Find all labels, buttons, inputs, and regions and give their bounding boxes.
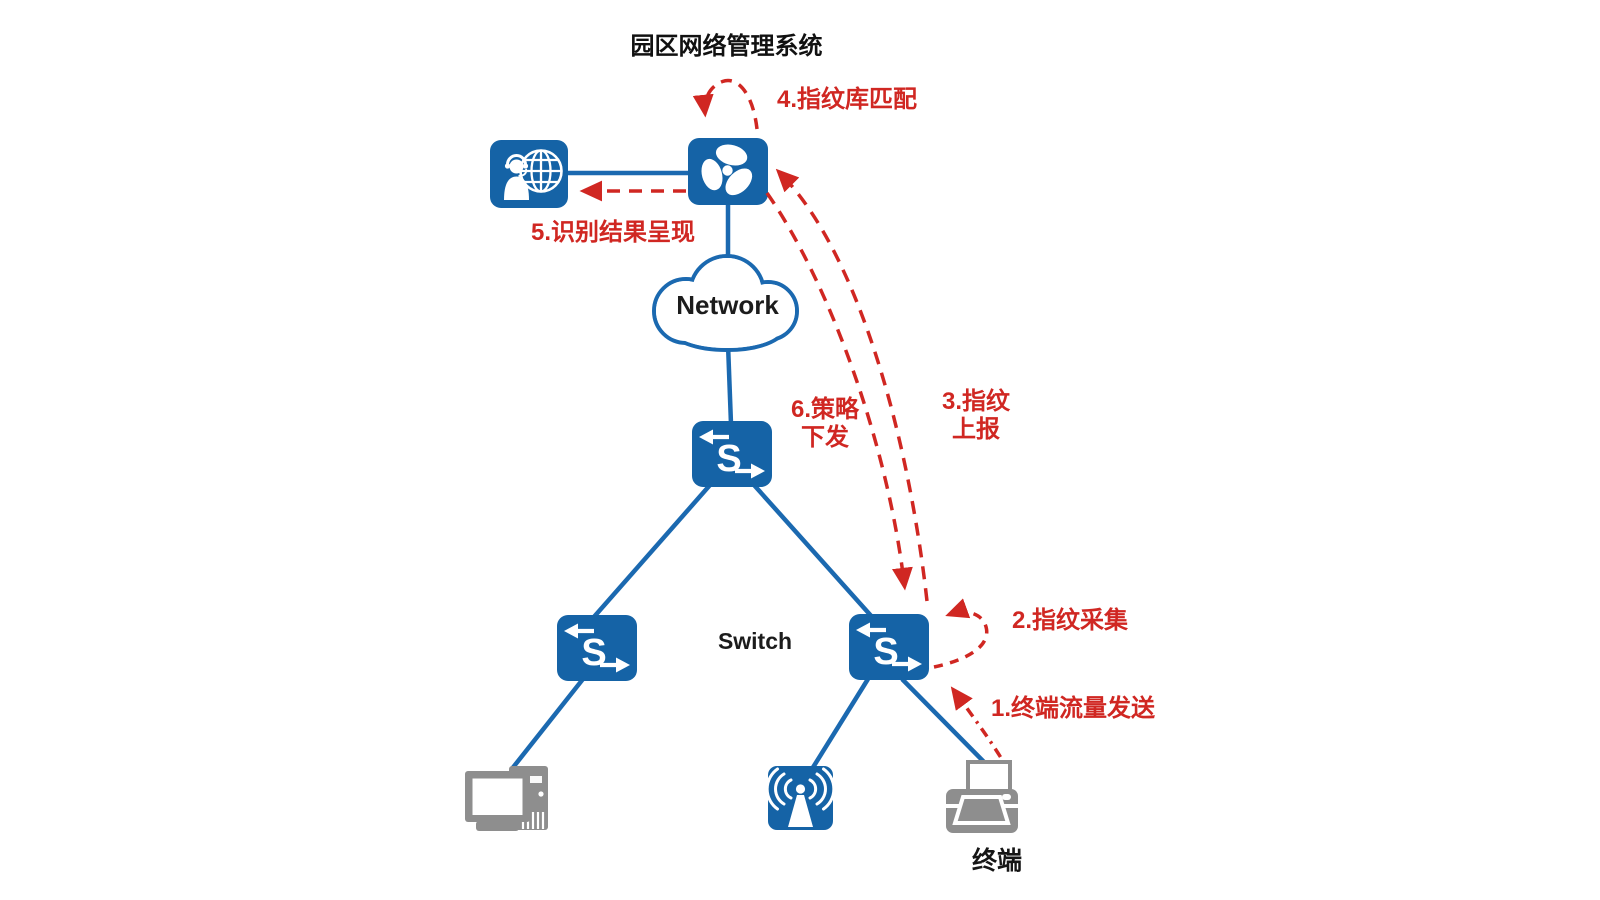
terminal-label: 终端 [971,847,1022,875]
connection-lines [509,170,989,772]
link-core-rightswitch [752,483,875,620]
fan-propeller-icon [701,144,753,196]
step6-label-line2: 下发 [801,424,849,451]
controller-icon [688,138,768,205]
diagram-title: 园区网络管理系统 [630,33,823,60]
link-cloud-coreswitch [725,343,734,425]
step3-label: 3.指纹 上报 [931,388,1021,444]
switch-label: Switch [717,628,793,654]
step6-label-line1: 6.策略 [790,396,859,423]
link-rightswitch-printer [900,677,989,767]
network-label: Network [676,290,779,320]
link-rightswitch-ap [810,677,870,771]
step2-label: 2.指纹采集 [1012,607,1129,634]
wireless-ap-icon [765,766,836,830]
desktop-pc-icon [465,766,548,831]
core-switch-icon [692,421,772,487]
network-cloud [652,254,799,352]
step1-label: 1.终端流量发送 [991,695,1156,722]
step3-label-line1: 3.指纹 [941,388,1010,415]
link-core-leftswitch [591,483,712,620]
link-leftswitch-pc [509,677,585,772]
arrow-step4-library-match-loop [692,78,759,130]
step6-label: 6.策略 下发 [780,396,870,452]
arrow-step3-fingerprint-report [775,168,929,602]
access-switch-right-icon [849,614,929,680]
wifi-waves-icon [765,767,836,811]
arrow-step6-policy-deploy [765,192,913,591]
step3-label-line2: 上报 [952,416,1000,443]
access-switch-left-icon [557,615,637,681]
operator-headset-icon [504,154,529,200]
step5-label: 5.识别结果呈现 [531,219,696,246]
step4-label: 4.指纹库匹配 [777,86,918,113]
printer-icon [946,760,1018,833]
arrow-step1-terminal-traffic [950,686,1002,758]
management-system-icon [490,140,568,208]
arrow-step2-fingerprint-collect [933,598,989,669]
